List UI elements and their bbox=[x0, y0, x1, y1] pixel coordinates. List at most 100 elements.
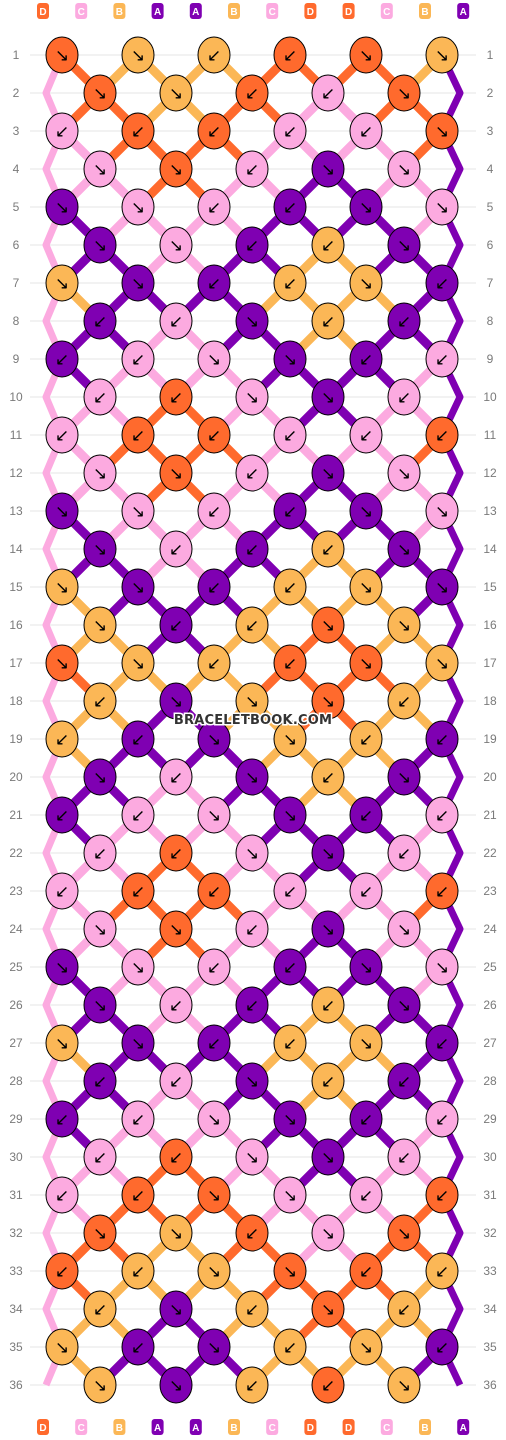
knot-oval bbox=[425, 720, 459, 758]
knot: ↙ bbox=[235, 606, 269, 644]
strand-label-bottom-swatch bbox=[37, 1419, 49, 1435]
knot-arrow-icon: ↙ bbox=[283, 274, 297, 294]
knot-oval bbox=[45, 340, 79, 378]
knot-arrow-icon: ↘ bbox=[283, 806, 297, 826]
knot-arrow-icon: ↘ bbox=[55, 1034, 69, 1054]
knot-arrow-icon: ↙ bbox=[131, 350, 145, 370]
knot-arrow-icon: ↙ bbox=[131, 806, 145, 826]
knot-oval bbox=[387, 1290, 421, 1328]
knot-oval bbox=[159, 74, 193, 112]
knot-arrow-icon: ↘ bbox=[321, 1224, 335, 1244]
knot-arrow-icon: ↘ bbox=[397, 920, 411, 940]
knot-oval bbox=[387, 1366, 421, 1404]
strand-label-top: B bbox=[116, 7, 123, 18]
knot: ↙ bbox=[121, 1100, 155, 1138]
knot-arrow-icon: ↘ bbox=[93, 920, 107, 940]
knot: ↙ bbox=[425, 1176, 459, 1214]
knot-arrow-icon: ↙ bbox=[207, 654, 221, 674]
knot-arrow-icon: ↙ bbox=[397, 312, 411, 332]
knot-arrow-icon: ↘ bbox=[131, 654, 145, 674]
knot-arrow-icon: ↙ bbox=[435, 1262, 449, 1282]
knot-oval bbox=[349, 1328, 383, 1366]
knot-arrow-icon: ↘ bbox=[169, 160, 183, 180]
knot-oval bbox=[273, 1100, 307, 1138]
row-numbers-left: 1234567891011121314151617181920212223242… bbox=[9, 48, 23, 1392]
knot-arrow-icon: ↙ bbox=[245, 236, 259, 256]
knot: ↙ bbox=[45, 1100, 79, 1138]
knot-arrow-icon: ↙ bbox=[169, 1072, 183, 1092]
knot-arrow-icon: ↘ bbox=[359, 502, 373, 522]
knot-arrow-icon: ↘ bbox=[397, 464, 411, 484]
knot: ↘ bbox=[273, 720, 307, 758]
knot: ↘ bbox=[83, 1366, 117, 1404]
knot-oval bbox=[349, 1024, 383, 1062]
knot: ↘ bbox=[159, 454, 193, 492]
knot-arrow-icon: ↙ bbox=[397, 1148, 411, 1168]
row-number-left: 22 bbox=[9, 846, 23, 860]
knot: ↙ bbox=[273, 948, 307, 986]
row-number-right: 25 bbox=[483, 960, 497, 974]
knot: ↙ bbox=[83, 1138, 117, 1176]
knot: ↙ bbox=[311, 74, 345, 112]
knot-arrow-icon: ↙ bbox=[435, 426, 449, 446]
knot-grid: ↘↘↙↙↘↘↘↘↙↙↘↙↙↙↙↙↘↘↘↙↘↘↘↘↙↙↘↘↘↘↙↙↘↘↘↙↙↘↙↙… bbox=[45, 36, 459, 1404]
knot-oval bbox=[311, 454, 345, 492]
knot: ↙ bbox=[45, 416, 79, 454]
knot-oval bbox=[197, 1024, 231, 1062]
knot: ↙ bbox=[197, 568, 231, 606]
strand-label-top-swatch bbox=[304, 3, 317, 19]
knot-oval bbox=[311, 530, 345, 568]
knot-arrow-icon: ↘ bbox=[207, 350, 221, 370]
row-number-right: 17 bbox=[483, 656, 497, 670]
knot: ↘ bbox=[159, 1214, 193, 1252]
knot: ↘ bbox=[197, 1252, 231, 1290]
knot: ↙ bbox=[121, 416, 155, 454]
knot-oval bbox=[197, 568, 231, 606]
knot-oval bbox=[235, 74, 269, 112]
knot-arrow-icon: ↘ bbox=[435, 654, 449, 674]
row-number-right: 13 bbox=[483, 504, 497, 518]
knot-arrow-icon: ↙ bbox=[359, 426, 373, 446]
knot-arrow-icon: ↘ bbox=[169, 692, 183, 712]
knot-arrow-icon: ↙ bbox=[169, 388, 183, 408]
knot-oval bbox=[311, 74, 345, 112]
knot-oval bbox=[121, 1024, 155, 1062]
knot-arrow-icon: ↘ bbox=[397, 236, 411, 256]
knot-arrow-icon: ↘ bbox=[283, 1262, 297, 1282]
knot: ↙ bbox=[197, 112, 231, 150]
knot-oval bbox=[235, 150, 269, 188]
knot-oval bbox=[197, 720, 231, 758]
knot-arrow-icon: ↘ bbox=[207, 730, 221, 750]
knot-oval bbox=[273, 112, 307, 150]
knot-oval bbox=[159, 454, 193, 492]
knot-oval bbox=[235, 530, 269, 568]
knot-oval bbox=[311, 1290, 345, 1328]
knot: ↘ bbox=[159, 74, 193, 112]
knot-oval bbox=[197, 340, 231, 378]
strand-label-bottom: C bbox=[78, 1423, 85, 1434]
knot-arrow-icon: ↘ bbox=[359, 1338, 373, 1358]
knot-oval bbox=[197, 1176, 231, 1214]
knot: ↘ bbox=[235, 1062, 269, 1100]
knot-oval bbox=[159, 986, 193, 1024]
knot-arrow-icon: ↘ bbox=[283, 350, 297, 370]
row-number-left: 2 bbox=[13, 86, 20, 100]
knot-oval bbox=[235, 682, 269, 720]
knot: ↘ bbox=[83, 530, 117, 568]
row-number-right: 36 bbox=[483, 1378, 497, 1392]
row-number-right: 3 bbox=[487, 124, 494, 138]
strand-label-top-swatch bbox=[419, 3, 431, 19]
row-number-right: 26 bbox=[483, 998, 497, 1012]
knot-arrow-icon: ↘ bbox=[245, 388, 259, 408]
knot-arrow-icon: ↙ bbox=[245, 540, 259, 560]
knot-oval bbox=[425, 568, 459, 606]
knot-arrow-icon: ↙ bbox=[435, 1186, 449, 1206]
knot: ↘ bbox=[197, 1328, 231, 1366]
knot-arrow-icon: ↙ bbox=[169, 312, 183, 332]
knot-arrow-icon: ↘ bbox=[359, 654, 373, 674]
row-number-right: 33 bbox=[483, 1264, 497, 1278]
knot-arrow-icon: ↙ bbox=[283, 654, 297, 674]
knot: ↙ bbox=[83, 1290, 117, 1328]
knot-arrow-icon: ↘ bbox=[93, 1224, 107, 1244]
